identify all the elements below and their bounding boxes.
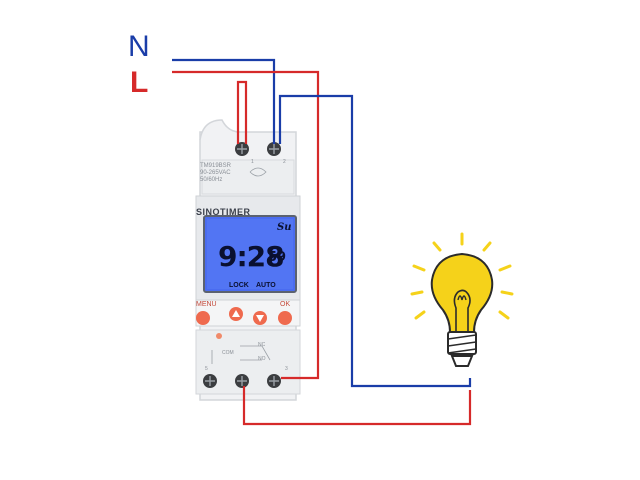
indicator-led [216, 333, 222, 339]
lcd-day: Su [277, 222, 292, 233]
frequency-rating: 50/60Hz [200, 177, 223, 183]
voltage-rating: 90-265VAC [200, 170, 231, 176]
timer-device [195, 119, 301, 401]
lcd-time: 9:28 [218, 240, 285, 273]
neutral-to-bulb-wire [278, 94, 472, 388]
terminal-label-3: 3 [285, 366, 288, 372]
menu-button[interactable] [196, 311, 210, 325]
wires [172, 58, 472, 426]
nc-label: NC [258, 342, 266, 348]
lcd-lock-indicator: LOCK [229, 282, 249, 289]
lcd-auto-indicator: AUTO [256, 282, 276, 289]
light-bulb-icon [410, 232, 514, 367]
neutral-label: N [128, 30, 150, 63]
model-number: TM919BSR [200, 163, 232, 169]
load-wire [242, 386, 472, 426]
live-jumper [236, 80, 248, 144]
terminal-label-2: 2 [283, 159, 286, 165]
lcd-seconds: 59 [268, 250, 287, 265]
terminal-label-1: 1 [251, 159, 254, 165]
neutral-wire [172, 58, 276, 144]
no-label: NO [258, 356, 266, 362]
bulb-rays [410, 232, 514, 320]
live-wire [172, 70, 320, 380]
brand-name: SINOTIMER [196, 207, 251, 217]
menu-button-label: MENU [196, 301, 217, 308]
com-label: COM [222, 350, 234, 356]
ok-button-label: OK [280, 301, 291, 308]
live-label: L [130, 66, 149, 99]
ok-button[interactable] [278, 311, 292, 325]
terminal-label-5: 5 [205, 366, 208, 372]
model-info: TM919BSR 90-265VAC 50/60Hz [200, 163, 231, 184]
